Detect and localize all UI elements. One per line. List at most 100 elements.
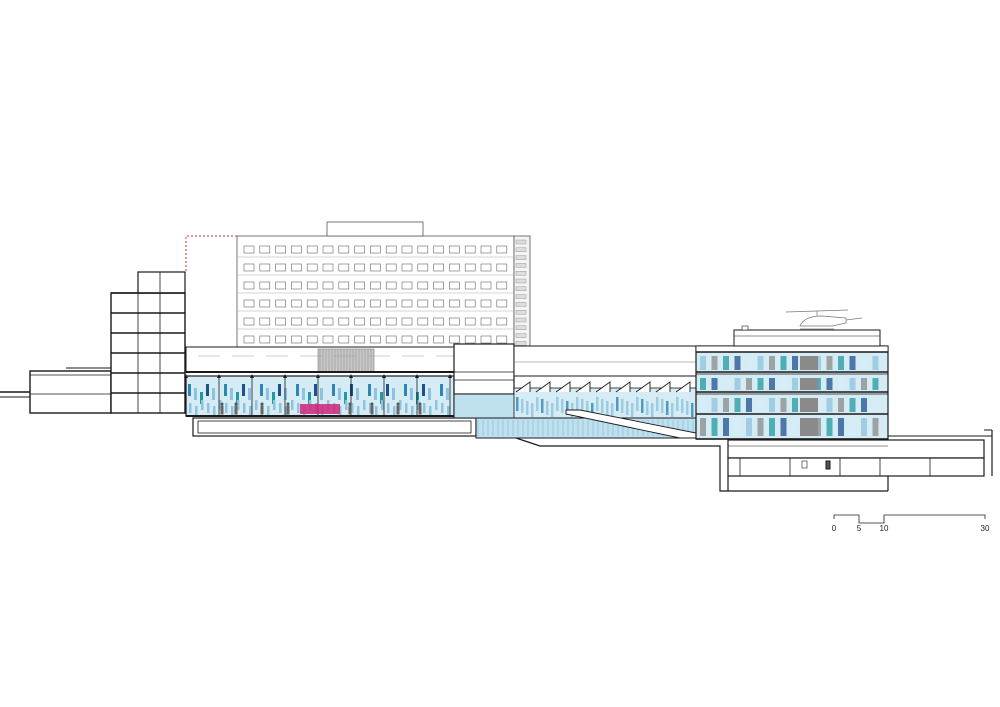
facade-panel [357,406,360,416]
atrium-panel [656,397,659,411]
facade-panel [284,388,287,400]
tower-window [464,263,476,272]
right-facade-panel [861,378,867,390]
right-facade-panel [711,398,718,412]
facade-panel [206,384,209,396]
facade-panel [428,388,431,400]
tower-window [370,245,381,254]
atrium-panel [611,403,614,417]
right-facade-panel [849,418,856,436]
person-figure-icon [220,402,224,406]
right-facade-panel [734,418,741,436]
atrium-panel [636,397,639,411]
right-facade-panel [700,418,706,436]
tower-window-grid [237,245,514,348]
grey-wall-panel [800,398,818,412]
tower-fin [515,341,527,346]
tower-window [433,335,444,344]
right-facade-panel [780,418,787,436]
atrium-panel [556,397,559,411]
tower-window [338,281,350,290]
facade-panel [230,388,233,400]
tower-window [464,335,476,344]
person-figure-icon [418,405,422,415]
tower-window [354,263,365,272]
right-building [695,325,889,440]
dotted-outline [185,235,237,271]
connector-block [453,343,517,419]
tower-fin [515,255,527,260]
right-facade-panel [780,398,787,412]
atrium-panel [681,399,684,413]
tower-fin [515,271,527,276]
scale-bar: 0 5 10 30 [832,514,990,533]
tower-window [338,335,350,344]
right-facade-panel [780,356,787,370]
facade-panel [441,403,444,413]
facade-panel [416,392,419,404]
facade-panel [381,400,384,410]
tower-window [243,245,255,254]
facade-panel [375,406,378,416]
facade-panel [446,388,449,400]
person-figure-icon [260,405,264,415]
facade-panel [356,388,359,400]
facade-panel [399,400,402,410]
person-figure-icon [234,402,238,406]
person-figure-icon [220,405,224,415]
right-facade-panel [872,378,879,390]
tower-fin [515,310,527,315]
tower-window [243,281,255,290]
facade-panel [345,400,348,410]
person-figure-icon [348,405,352,415]
tower-window [354,299,365,308]
tower-window [433,263,444,272]
facade-panel [447,406,450,416]
tower-window [401,245,413,254]
atrium-panel [621,399,624,413]
tower-window [385,317,397,326]
atrium-panel [651,403,654,417]
atrium-panel [546,401,549,415]
facade-panel [302,388,305,400]
tower-window [322,245,334,254]
column-head [283,374,287,378]
facade-panel [279,403,282,413]
person-figure-icon [396,405,400,415]
tower-window [401,281,413,290]
right-facade-panel [711,356,718,370]
atrium-panel [536,397,539,411]
tower-window [306,335,318,344]
facade-panel [212,388,215,400]
facade-panel [218,392,221,404]
right-facade-panel [711,418,718,436]
facade-panel [224,384,227,396]
left-frame-building [110,271,186,414]
atrium-panel [666,401,669,415]
facade-panel [369,403,372,413]
tower-window [275,245,286,254]
right-facade-panel [872,356,879,370]
tower-side-fins [515,239,527,346]
facade-panel [188,384,191,396]
right-facade-panel [746,356,752,370]
tower-window [275,335,286,344]
facade-panel [201,400,204,410]
central-basement [192,417,477,437]
right-facade-panel [769,356,775,370]
facade-panel [350,384,353,396]
facade-panel [398,392,401,404]
tower-window [243,263,255,272]
tower-window [417,317,429,326]
person-figure-icon [286,405,290,415]
tower-window [433,281,444,290]
tower-window [259,281,271,290]
atrium-panel [516,397,519,411]
lower-glazed-band [475,409,697,439]
tower-window [259,317,271,326]
grey-wall-panel [800,418,818,436]
facade-panel [417,400,420,410]
atrium-panel [566,401,569,415]
tower-window [370,335,381,344]
